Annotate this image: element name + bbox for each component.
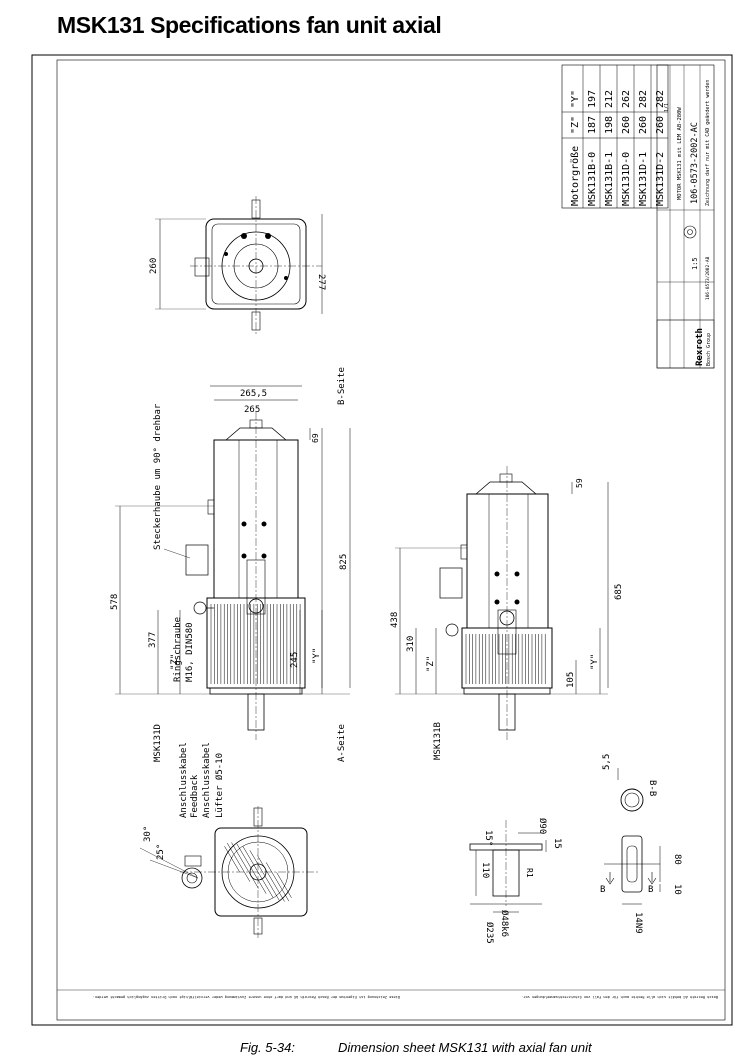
fan-grille-line [236, 843, 267, 894]
label-stecker: Steckerhaube um 90° drehbar [153, 403, 163, 550]
table-cell: 198 [604, 116, 615, 134]
table-cell: 260 [621, 116, 632, 134]
dim-10: 10 [672, 884, 682, 895]
fan-grille-line [226, 842, 251, 882]
dim-y-left: "Y" [312, 648, 322, 664]
titleblock-brand: Rexroth [695, 328, 705, 366]
title-block: Zeichnung darf nur mit CAD geändert werd… [656, 64, 715, 369]
table-cell: MSK131D-1 [638, 152, 649, 206]
dim-80: 80 [672, 854, 682, 865]
label-anschluss-3: Anschlusskabel [202, 742, 212, 818]
table-cell: MSK131B-0 [587, 152, 598, 206]
fan-grille-line [224, 846, 240, 872]
dim-105: 105 [566, 672, 576, 688]
table-cell: MSK131D-2 [655, 152, 666, 206]
dim-y-right: "Y" [590, 654, 600, 670]
label-b-seite: B-Seite [337, 367, 347, 405]
label-anschluss-2: Feedback [190, 774, 200, 818]
table-header-size: Motorgröße [570, 146, 581, 206]
page-title: MSK131 Specifications fan unit axial [57, 12, 442, 38]
dim-15: 15 [552, 838, 562, 849]
titleblock-scale: 1:5 [691, 257, 699, 270]
table-cell: 260 [638, 116, 649, 134]
label-section-mark-right: B [648, 885, 653, 895]
dim-277: 277 [316, 274, 326, 290]
dim-310: 310 [406, 636, 416, 652]
table-cell: MSK131B-1 [604, 152, 615, 206]
label-model-d: MSK131D [153, 724, 163, 762]
dim-z-left: "Z" [170, 654, 180, 670]
label-ring-1: Ringschraube [173, 617, 183, 682]
label-anschluss-4: Lüfter Ø5-10 [214, 753, 225, 818]
dim-825: 825 [339, 554, 349, 570]
table-cell: 282 [638, 90, 649, 108]
table-header-z: "Z" [570, 116, 581, 134]
table-cell: 262 [621, 90, 632, 108]
dim-265-5: 265,5 [240, 389, 267, 399]
dim-110: 110 [480, 862, 490, 878]
dim-phi235: Ø235 [484, 922, 495, 944]
fan-grille-line [249, 850, 280, 901]
titleblock-sheet-no: 106-0573/2002-AB [705, 256, 711, 300]
inner-border [56, 59, 726, 1021]
titleblock-note: Zeichnung darf nur mit CAD geändert werd… [705, 80, 711, 206]
table-cell: 282 [655, 90, 666, 108]
titleblock-benennung: MOTOR MSK131 mit LEM AB-280W [677, 107, 683, 200]
projection-symbol-icon [683, 225, 697, 239]
label-model-b: MSK131B [433, 722, 443, 760]
label-section-bb: B-B [647, 780, 657, 796]
dim-260: 260 [149, 258, 159, 274]
fan-grille-line [265, 862, 290, 902]
dim-377: 377 [148, 632, 158, 648]
label-a-seite: A-Seite [337, 724, 347, 762]
key-section: B-B 5,5 B B 80 10 14N9 [600, 754, 682, 934]
fan-grille-line [231, 842, 259, 889]
titleblock-blatt: 1/1 [664, 103, 670, 112]
dim-685: 685 [614, 584, 624, 600]
dim-245: 245 [290, 652, 300, 668]
figure-caption: Dimension sheet MSK131 with axial fan un… [338, 1040, 592, 1055]
shaft-detail: Ø90 Ø48k6 Ø235 110 15 15° R1 [469, 818, 562, 944]
size-table: Motorgröße "Z" "Y" MSK131B-0 187 197MSK131… [561, 64, 669, 209]
dim-z-right: "Z" [426, 656, 436, 672]
table-cell: 187 [587, 116, 598, 134]
dim-578: 578 [110, 594, 120, 610]
top-view: 260 277 [149, 196, 326, 336]
side-view-msk131b: 59 685 438 310 "Z" 105 "Y" MSK131B [390, 466, 624, 760]
footer-note-left: Diese Zeichnung ist Eigentum der Bosch R… [93, 995, 400, 999]
table-cell: MSK131D-0 [621, 152, 632, 206]
dim-5-5: 5,5 [602, 754, 612, 770]
dim-265: 265 [244, 405, 260, 415]
fan-grille-line [257, 855, 285, 902]
label-anschluss-1: Anschlusskabel [179, 742, 189, 818]
titleblock-number: 106-0573-2002-AC [690, 122, 700, 204]
label-ring-2: M16, DIN580 [185, 622, 195, 682]
fan-grille-line [276, 872, 292, 898]
dim-438: 438 [390, 612, 400, 628]
table-cell: 212 [604, 90, 615, 108]
dim-r1: R1 [525, 868, 534, 878]
dim-angle-30: 30° [143, 826, 153, 842]
dim-angle-25: 25° [156, 844, 166, 860]
bottom-view: 30° 25° Anschlusskabel Feedback Anschlus… [139, 742, 320, 938]
table-cell: 197 [587, 90, 598, 108]
dim-59: 59 [575, 478, 584, 488]
dim-phi48: Ø48k6 [499, 910, 510, 937]
outer-border [31, 54, 733, 1026]
dim-phi90: Ø90 [537, 818, 548, 834]
table-cell: 260 [655, 116, 666, 134]
dim-14n9: 14N9 [633, 912, 643, 934]
side-view-msk131d: 265,5 265 69 825 578 377 "Z" 245 "Y" Ste… [110, 367, 351, 762]
label-section-mark-left: B [600, 885, 605, 895]
dim-69: 69 [311, 433, 320, 443]
titleblock-brand-sub: Bosch Group [706, 333, 712, 366]
table-header-y: "Y" [570, 90, 581, 108]
footer-note-right: Bosch Rexroth AG behält sich alle Rechte… [521, 995, 718, 999]
figure-number: Fig. 5-34: [240, 1040, 295, 1055]
dim-angle-15: 15° [483, 830, 493, 846]
